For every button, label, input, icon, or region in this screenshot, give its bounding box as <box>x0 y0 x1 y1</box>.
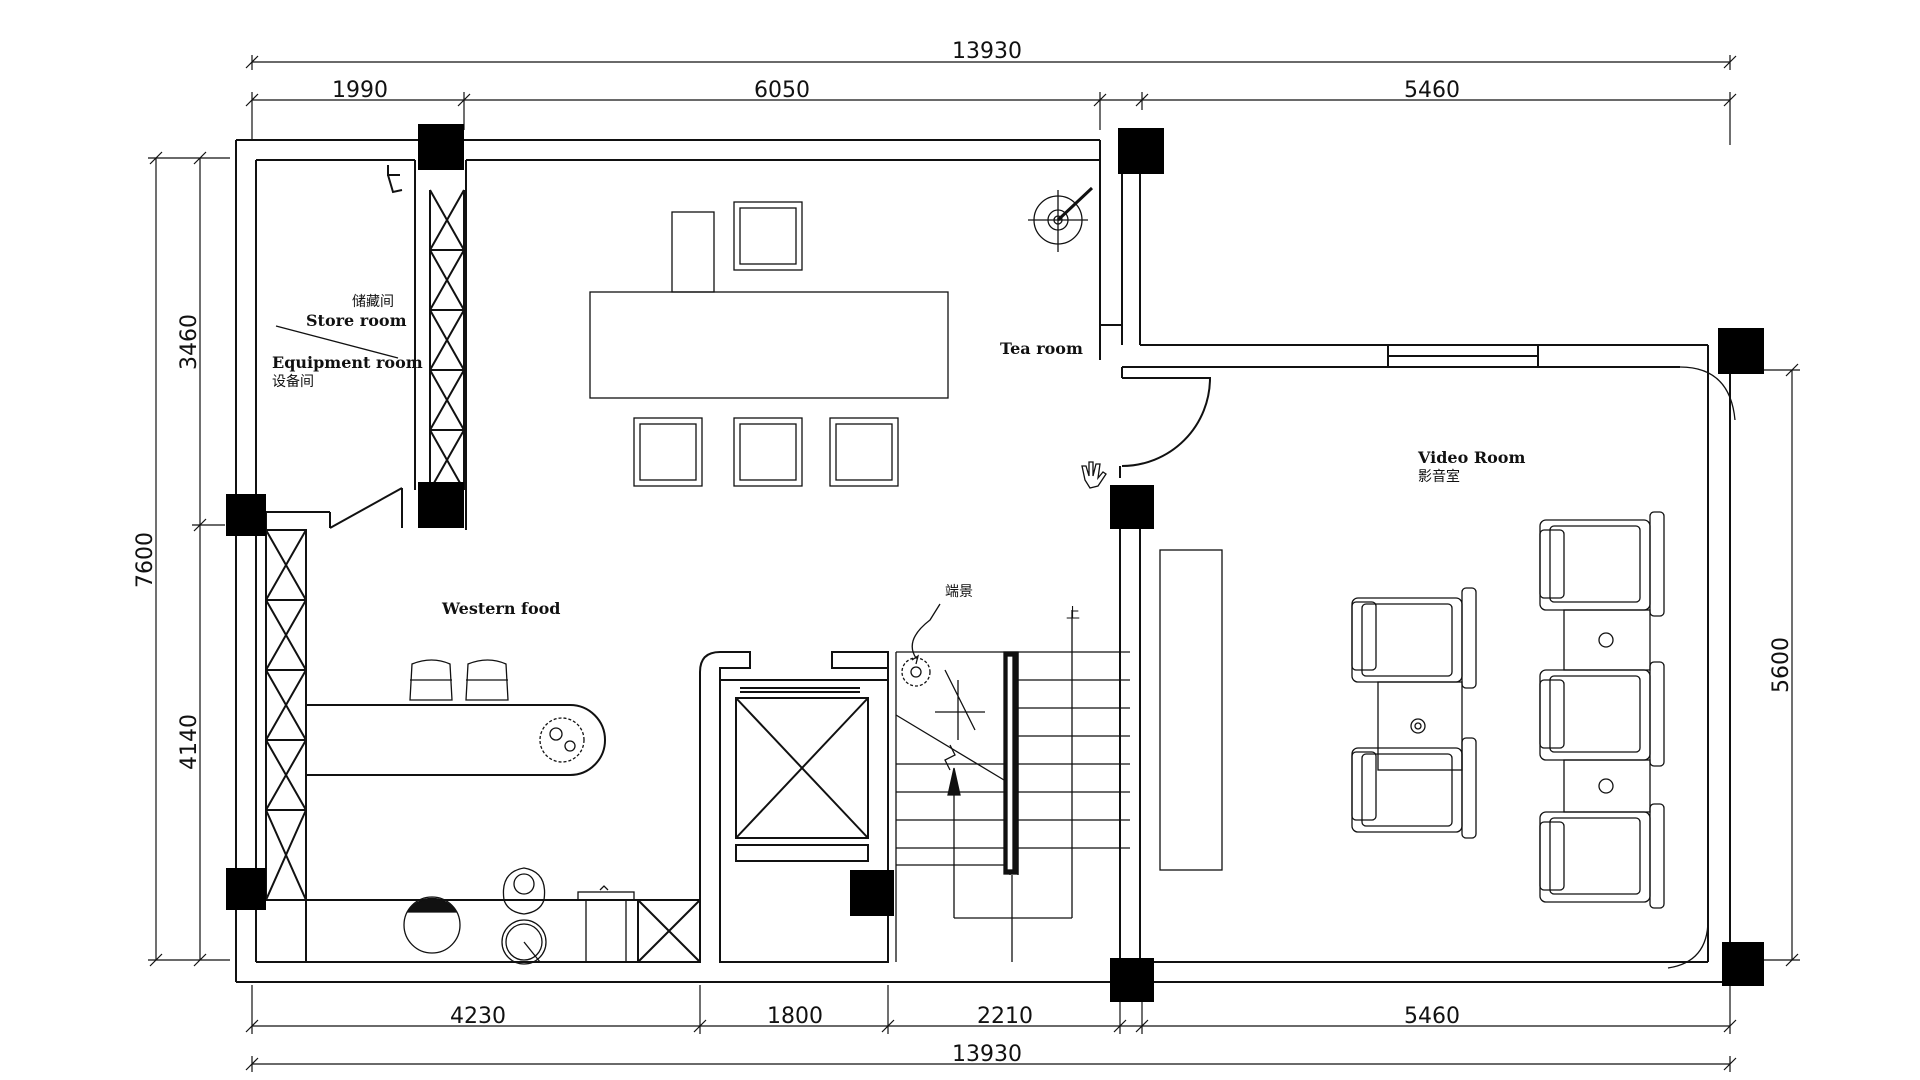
equipment-room-en-label: Equipment room <box>272 353 423 372</box>
store-room-cn-label: 储藏间 <box>352 294 394 310</box>
equipment-room-cn-label: 设备间 <box>272 373 314 390</box>
door-hand-icon <box>1081 461 1107 489</box>
bar-stools <box>409 659 509 701</box>
dim-right-height: 5600 <box>1769 637 1794 693</box>
store-room-divider <box>275 325 399 359</box>
video-room-en-label: Video Room <box>1417 448 1525 467</box>
tea-table-set <box>589 201 949 487</box>
dim-bottom-3: 2210 <box>977 1004 1033 1029</box>
dim-bottom-2: 1800 <box>767 1004 823 1029</box>
dim-left-lower: 4140 <box>177 714 202 770</box>
dimension-lines <box>148 55 1800 1072</box>
store-room-en-label: Store room <box>306 311 407 330</box>
video-room-cn-label: 影音室 <box>1418 468 1460 485</box>
spotlight-icon <box>1028 186 1094 252</box>
dim-bottom-1: 4230 <box>450 1004 506 1029</box>
dim-top-2: 6050 <box>754 78 810 103</box>
dim-left-total: 7600 <box>133 532 158 588</box>
dim-top-total: 13930 <box>952 39 1022 64</box>
plant-icon <box>539 717 585 763</box>
video-room-furniture <box>1159 366 1736 969</box>
dim-left-upper: 3460 <box>177 314 202 370</box>
western-food-label: Western food <box>441 599 560 618</box>
columns <box>226 124 1764 1002</box>
tea-room-label: Tea room <box>1000 339 1083 358</box>
staircase <box>895 610 1130 962</box>
dim-top-3: 5460 <box>1404 78 1460 103</box>
dim-bottom-total: 13930 <box>952 1042 1022 1067</box>
stair-up-label: 上 <box>1066 606 1080 622</box>
kitchen-items <box>403 867 635 965</box>
scenery-label: 端景 <box>945 584 973 600</box>
dim-top-1: 1990 <box>332 78 388 103</box>
dim-bottom-4: 5460 <box>1404 1004 1460 1029</box>
scenery-plant-icon <box>901 603 941 687</box>
